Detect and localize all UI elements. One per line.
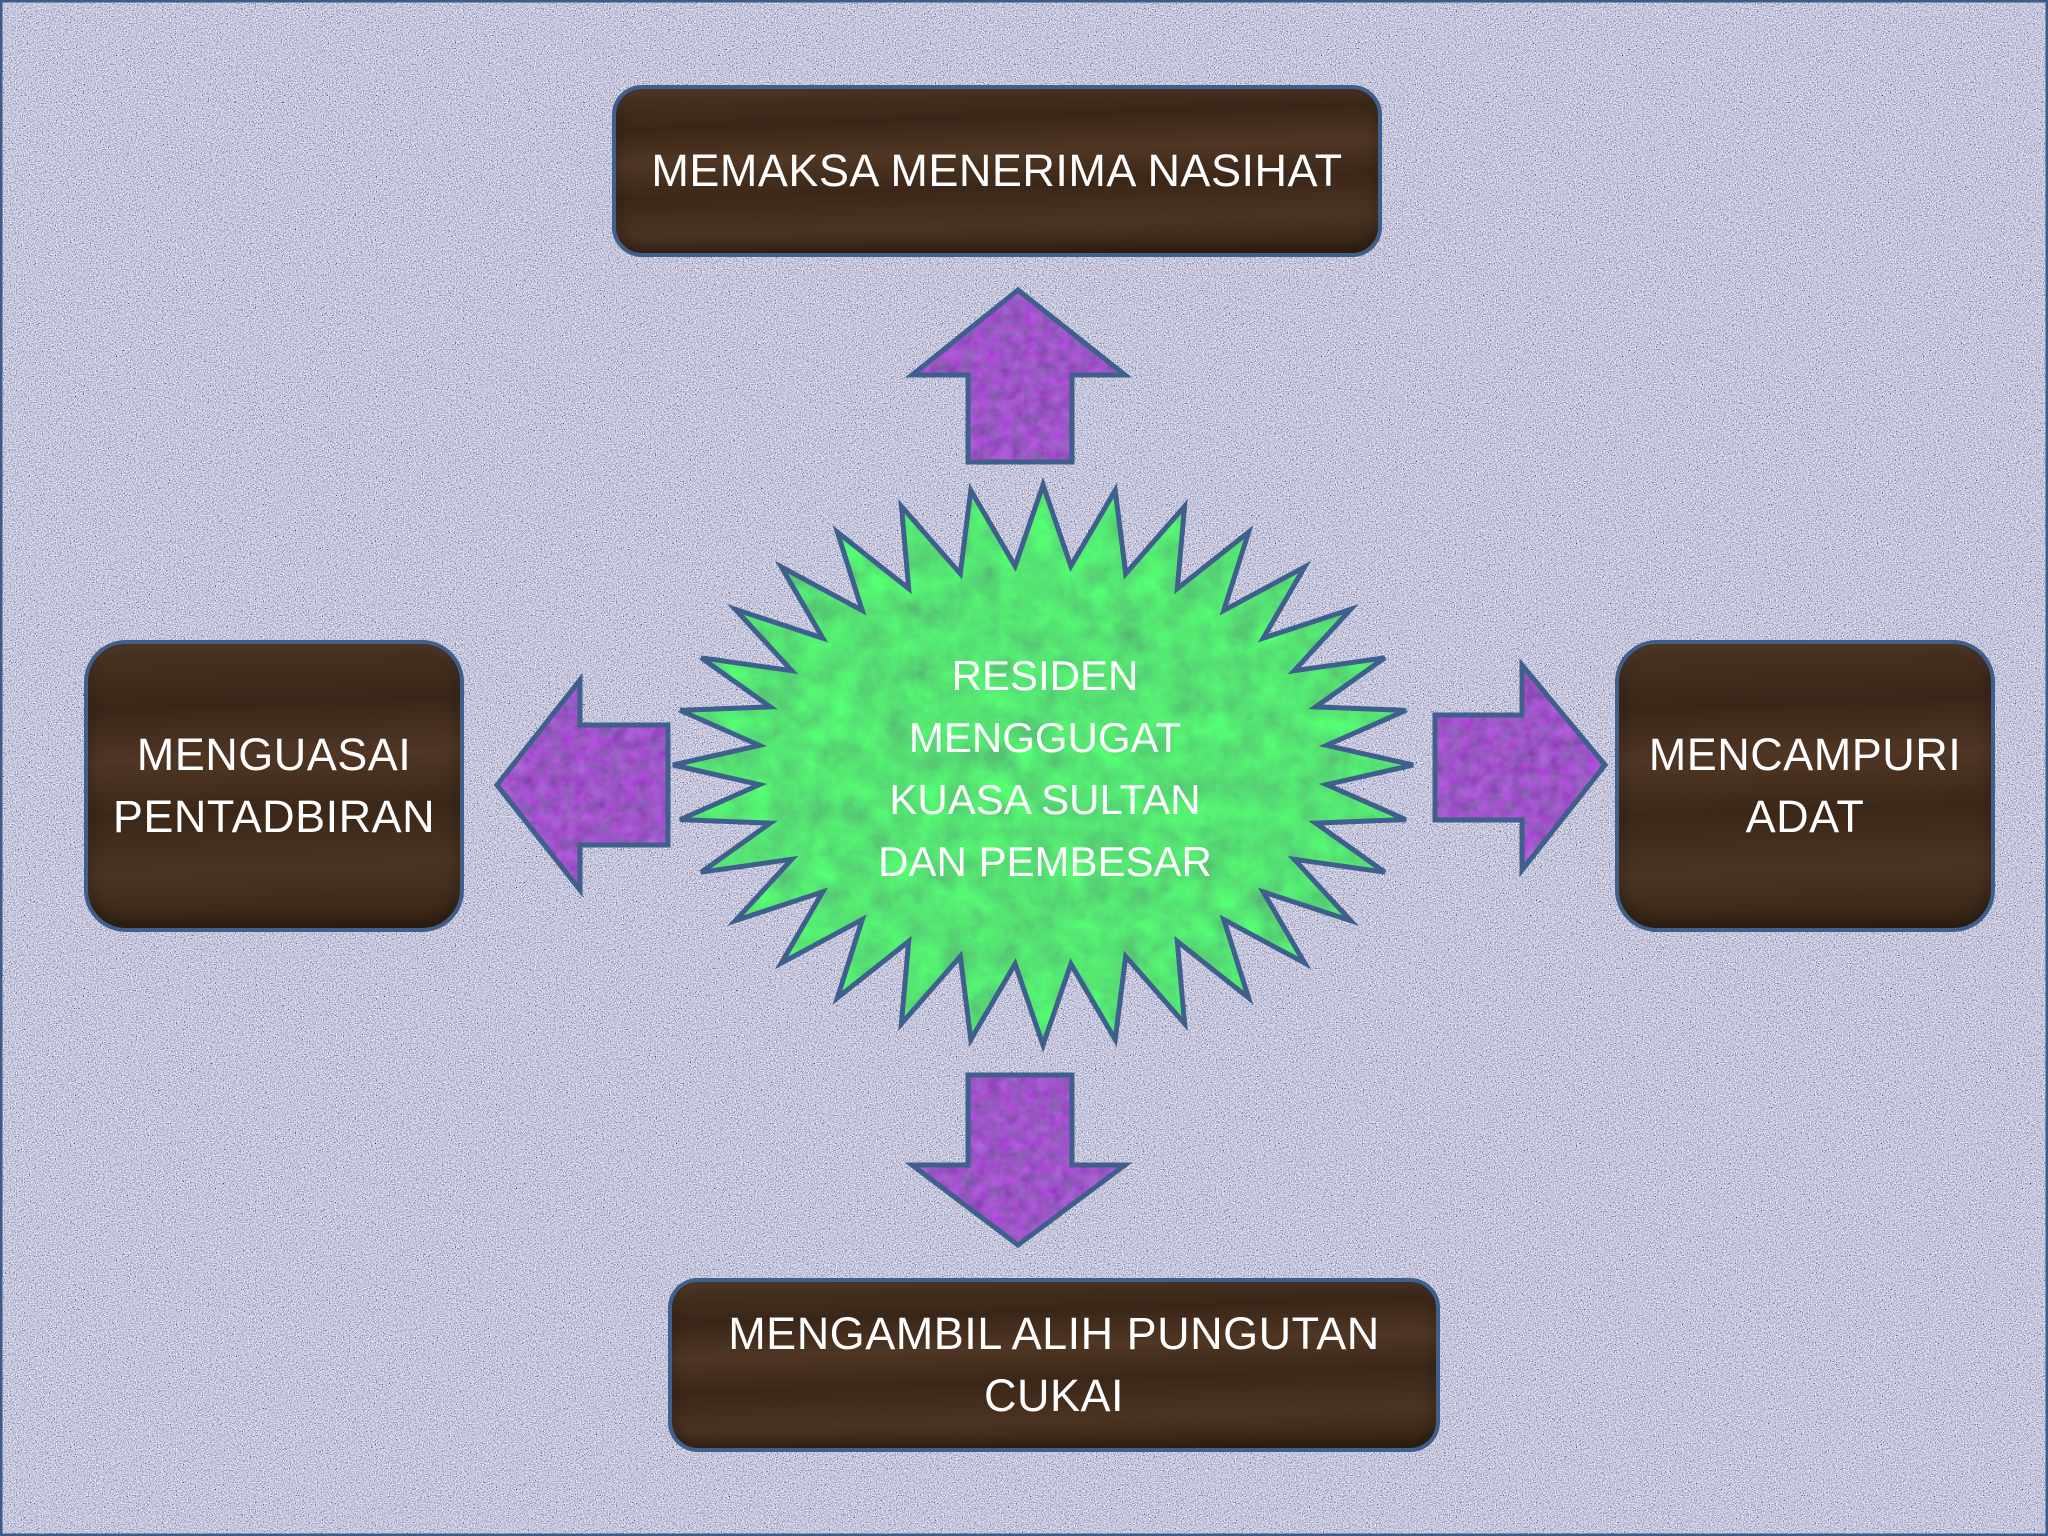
box-bottom: MENGAMBIL ALIH PUNGUTAN CUKAI	[668, 1278, 1440, 1452]
box-top-label: MEMAKSA MENERIMA NASIHAT	[651, 145, 1343, 196]
center-starburst	[672, 477, 1414, 1053]
box-right: MENCAMPURI ADAT	[1615, 640, 1995, 932]
box-bottom-label: MENGAMBIL ALIH PUNGUTAN CUKAI	[728, 1308, 1380, 1421]
center-label: RESIDEN MENGGUGAT KUASA SULTAN DAN PEMBE…	[878, 652, 1212, 885]
box-left: MENGUASAI PENTADBIRAN	[84, 640, 464, 932]
box-right-label: MENCAMPURI ADAT	[1648, 729, 1962, 842]
box-left-label: MENGUASAI PENTADBIRAN	[112, 729, 436, 842]
box-top: MEMAKSA MENERIMA NASIHAT	[612, 85, 1382, 257]
